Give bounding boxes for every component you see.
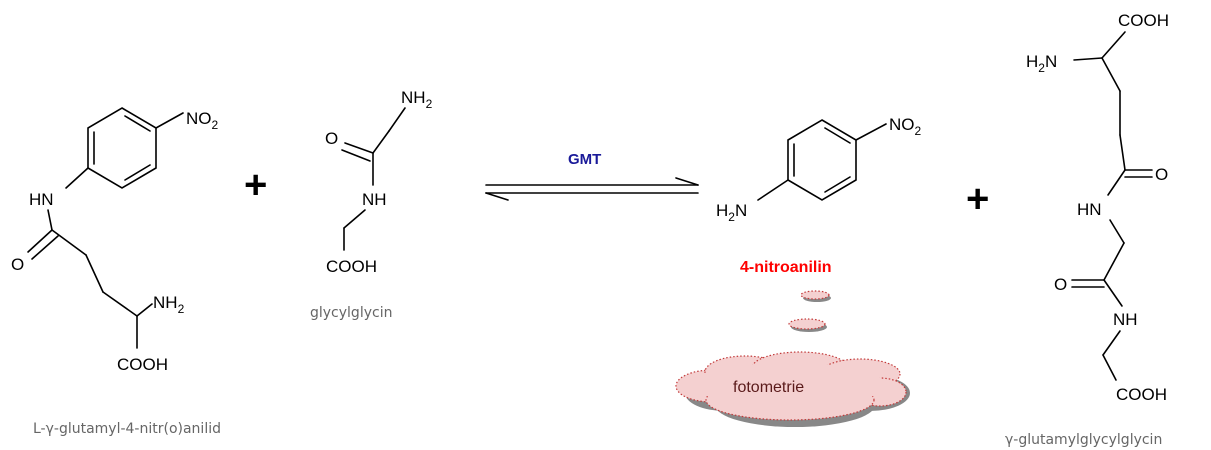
- plus-sign-2: +: [966, 177, 989, 221]
- top-amino-label: H2N: [1026, 52, 1057, 75]
- glygly-amino-label: NH2: [401, 88, 433, 111]
- product1-name: 4-nitroanilin: [740, 259, 832, 276]
- lower-carbonyl-oxygen-label: O: [1054, 275, 1067, 294]
- reactant-glutamyl-nitroanilide: NO2 HN O NH2 COOH L-γ-glutamyl-4-nitr(o)…: [11, 107, 221, 437]
- glygly-nh-label: NH: [362, 190, 387, 209]
- amide-nh-label: HN: [29, 190, 54, 209]
- upper-amide-nh-label: HN: [1077, 200, 1102, 219]
- photometry-cloud: fotometrie: [675, 290, 910, 427]
- reactant1-name: L-γ-glutamyl-4-nitr(o)anilid: [33, 421, 221, 437]
- glygly-carboxyl-label: COOH: [326, 257, 377, 276]
- lower-amide-nh-label: NH: [1113, 310, 1138, 329]
- equilibrium-arrow: GMT: [485, 151, 699, 201]
- bubble-medium: [788, 318, 826, 330]
- bottom-carboxyl-label: COOH: [1116, 385, 1167, 404]
- carbonyl-oxygen-label: O: [11, 255, 24, 274]
- nitro-group-label: NO2: [186, 109, 219, 132]
- upper-carbonyl-oxygen-label: O: [1155, 165, 1168, 184]
- plus-sign-1: +: [244, 163, 267, 207]
- glygly-oxygen-label: O: [325, 129, 338, 148]
- benzene-ring-product: [787, 119, 857, 201]
- reactant2-name: glycylglycin: [310, 305, 392, 321]
- photometry-label: fotometrie: [733, 379, 804, 396]
- benzene-ring: [87, 107, 157, 189]
- product-nitroaniline: NO2 H2N 4-nitroanilin: [716, 115, 922, 276]
- product2-name: γ-glutamylglycylglycin: [1005, 432, 1162, 448]
- alpha-amino-label: NH2: [153, 293, 185, 316]
- top-carboxyl-label: COOH: [1118, 11, 1169, 30]
- enzyme-label: GMT: [568, 151, 601, 168]
- reactant-glycylglycine: NH2 O NH COOH glycylglycin: [310, 88, 433, 321]
- product-amino-label: H2N: [716, 201, 747, 224]
- product-nitro-label: NO2: [889, 115, 922, 138]
- carboxyl-label: COOH: [117, 355, 168, 374]
- product-glutamylglycylglycine: COOH H2N O HN O NH COOH γ-glutamylglycyl…: [1005, 11, 1169, 448]
- bubble-small: [800, 290, 830, 300]
